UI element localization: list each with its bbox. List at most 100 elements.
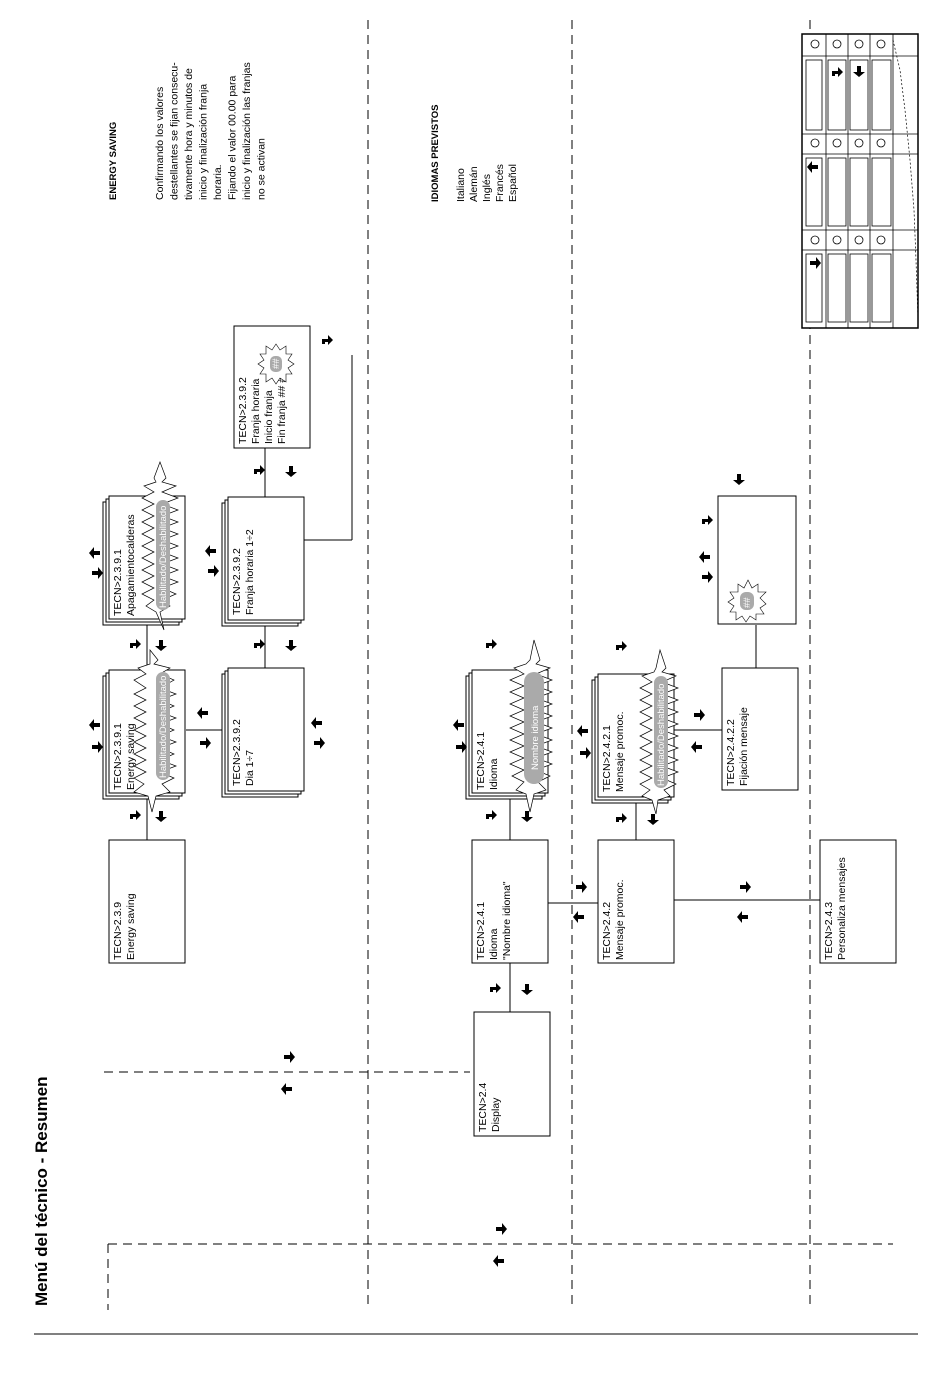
box-tecn-2-4-2-2[interactable]: TECN>2.4.2.2 Fijación mensaje (721, 667, 799, 791)
box-tecn-2-4-2-1[interactable]: TECN>2.4.2.1 Mensaje promoc. Habilitado/… (591, 648, 679, 815)
box-2-3-9-2a-line2: Dia 1÷7 (244, 750, 256, 786)
arrow-down-icon (155, 640, 167, 651)
arrow-down-icon (285, 466, 297, 477)
arrow-right-icon (314, 737, 325, 749)
box-2-4-2-1-line2: Mensaje promoc. (614, 711, 626, 792)
value-pill (270, 356, 282, 372)
arrow-left-icon (453, 719, 464, 731)
enter-arrow-icon (486, 810, 497, 820)
box-tecn-2-3-9-1-apagamiento[interactable]: TECN>2.3.9.1 Apagamientocalderas Habilit… (102, 461, 186, 631)
box-tecn-2-3-9-2-dia[interactable]: TECN>2.3.9.2 Dia 1÷7 (221, 667, 305, 798)
arrow-left-icon (89, 719, 100, 731)
language-item: Italiano (455, 168, 467, 202)
arrow-right-icon (496, 1223, 507, 1235)
arrow-left-icon (89, 547, 100, 559)
box-2-3-9-1b-line2: Apagamientocalderas (125, 514, 137, 616)
box-2-4-3-line2: Personaliza mensajes (836, 857, 848, 960)
page-title: Menú del técnico - Resumen (32, 1076, 51, 1306)
arrow-right-icon (92, 741, 103, 753)
arrow-left-icon (197, 707, 208, 719)
box-2-3-9-2c-line3: Inicio franja (263, 390, 275, 444)
language-item: Francés (494, 164, 506, 202)
box-tecn-2-4-1[interactable]: TECN>2.4.1 Idioma "Nombre idioma" (471, 839, 549, 964)
arrow-left-icon (691, 741, 702, 753)
arrow-down-icon (521, 984, 533, 995)
arrow-right-icon (92, 567, 103, 579)
arrow-right-icon (576, 881, 587, 893)
enter-arrow-icon (702, 515, 713, 525)
note-line: inicio y finalización franja (198, 84, 210, 200)
arrow-right-icon (580, 747, 591, 759)
value-pill (740, 592, 754, 610)
arrow-right-icon (208, 565, 219, 577)
box-2-3-9-2b-line2: Franja horaria 1÷2 (244, 529, 256, 615)
box-2-4-1b-line2: Idioma (488, 758, 500, 790)
arrow-right-icon (284, 1051, 295, 1063)
language-item: Inglés (481, 174, 493, 202)
connectors (146, 355, 820, 1012)
enter-arrow-icon (254, 639, 265, 649)
arrow-left-icon (699, 551, 710, 563)
arrow-left-icon (205, 545, 216, 557)
box-2-4-2-line1: TECN>2.4.2 (601, 902, 613, 960)
value-pill (654, 676, 668, 788)
box-tecn-2-3-9-2-franja[interactable]: TECN>2.3.9.2 Franja horaria 1÷2 (221, 496, 305, 627)
column-separators (367, 20, 811, 1306)
box-tecn-2-3-9[interactable]: TECN>2.3.9 Energy saving (108, 839, 186, 964)
language-item: Alemán (468, 166, 480, 202)
box-2-3-9-1-line1: TECN>2.3.9.1 (112, 723, 124, 790)
pill-text: Habilitado/Deshabilitado (158, 506, 169, 608)
box-2-4-2-2-line2: Fijación mensaje (738, 707, 750, 786)
row-guides (104, 1071, 893, 1310)
box-2-4-1-line3: "Nombre idioma" (501, 881, 513, 960)
box-2-3-9-2a-line1: TECN>2.3.9.2 (231, 719, 243, 786)
energy-saving-note-body: Confirmando los valores destellantes se … (154, 62, 268, 200)
arrow-right-icon (200, 737, 211, 749)
box-tecn-2-4-1-select[interactable]: TECN>2.4.1 Idioma Nombre idioma (465, 639, 553, 813)
note-line: horaria. (212, 164, 224, 200)
box-2-4-1-line2: Idioma (488, 928, 500, 960)
box-2-3-9-1-line2: Energy saving (125, 723, 137, 790)
box-2-3-9-2b-line1: TECN>2.3.9.2 (231, 548, 243, 615)
arrow-down-icon (521, 811, 533, 822)
box-2-3-9-2c-line4: Fin franja ## ## (276, 371, 288, 444)
note-heading: ENERGY SAVING (108, 122, 119, 200)
box-tecn-2-4-3[interactable]: TECN>2.4.3 Personaliza mensajes (819, 839, 897, 964)
note-line: destellantes se fijan consecu- (169, 62, 181, 200)
box-tecn-2-4-2[interactable]: TECN>2.4.2 Mensaje promoc. (597, 839, 675, 964)
box-2-4-2-line2: Mensaje promoc. (614, 879, 626, 960)
arrow-right-icon (702, 571, 713, 583)
box-2-3-9-2c-line1: TECN>2.3.9.2 (237, 377, 249, 444)
box-2-3-9-1b-line1: TECN>2.3.9.1 (112, 549, 124, 616)
energy-saving-note: ENERGY SAVING (108, 122, 119, 200)
box-tecn-2-4[interactable]: TECN>2.4 Display (473, 1011, 551, 1137)
enter-arrow-icon (130, 810, 141, 820)
box-2-4-1b-line1: TECN>2.4.1 (475, 732, 487, 790)
note-line: tivamente hora y minutos de (183, 68, 195, 200)
pill-text: ## (271, 358, 282, 369)
box-tecn-2-3-9-1[interactable]: TECN>2.3.9.1 Energy saving Habilitado/De… (102, 649, 186, 813)
languages-list: Italiano Alemán Inglés Francés Español (455, 164, 519, 202)
box-2-4-2-2-line1: TECN>2.4.2.2 (725, 719, 737, 786)
enter-arrow-icon (254, 465, 265, 475)
enter-arrow-icon (130, 639, 141, 649)
pill-text: Habilitado/Deshabilitado (158, 676, 169, 778)
arrow-right-icon (456, 741, 467, 753)
box-message-edit[interactable]: ## (717, 495, 797, 625)
note-line: no se activan (256, 138, 268, 200)
box-2-4-line1: TECN>2.4 (477, 1083, 489, 1132)
arrow-right-icon (740, 881, 751, 893)
box-2-3-9-2c-line2: Franja horaria (250, 378, 262, 444)
arrow-down-icon (155, 811, 167, 822)
box-2-4-3-line1: TECN>2.4.3 (823, 902, 835, 960)
box-tecn-2-3-9-2-inicio-fin[interactable]: TECN>2.3.9.2 Franja horaria Inicio franj… (233, 325, 311, 449)
enter-arrow-icon (490, 983, 501, 993)
pill-text: Nombre idioma (530, 705, 541, 770)
languages-heading: IDIOMAS PREVISTOS (430, 105, 441, 202)
pill-text: Habilitado/Deshabilitado (656, 684, 667, 786)
languages-note: IDIOMAS PREVISTOS (430, 105, 441, 202)
control-panel-illustration (801, 33, 919, 329)
arrow-left-icon (577, 725, 588, 737)
pill-text: ## (742, 597, 753, 608)
